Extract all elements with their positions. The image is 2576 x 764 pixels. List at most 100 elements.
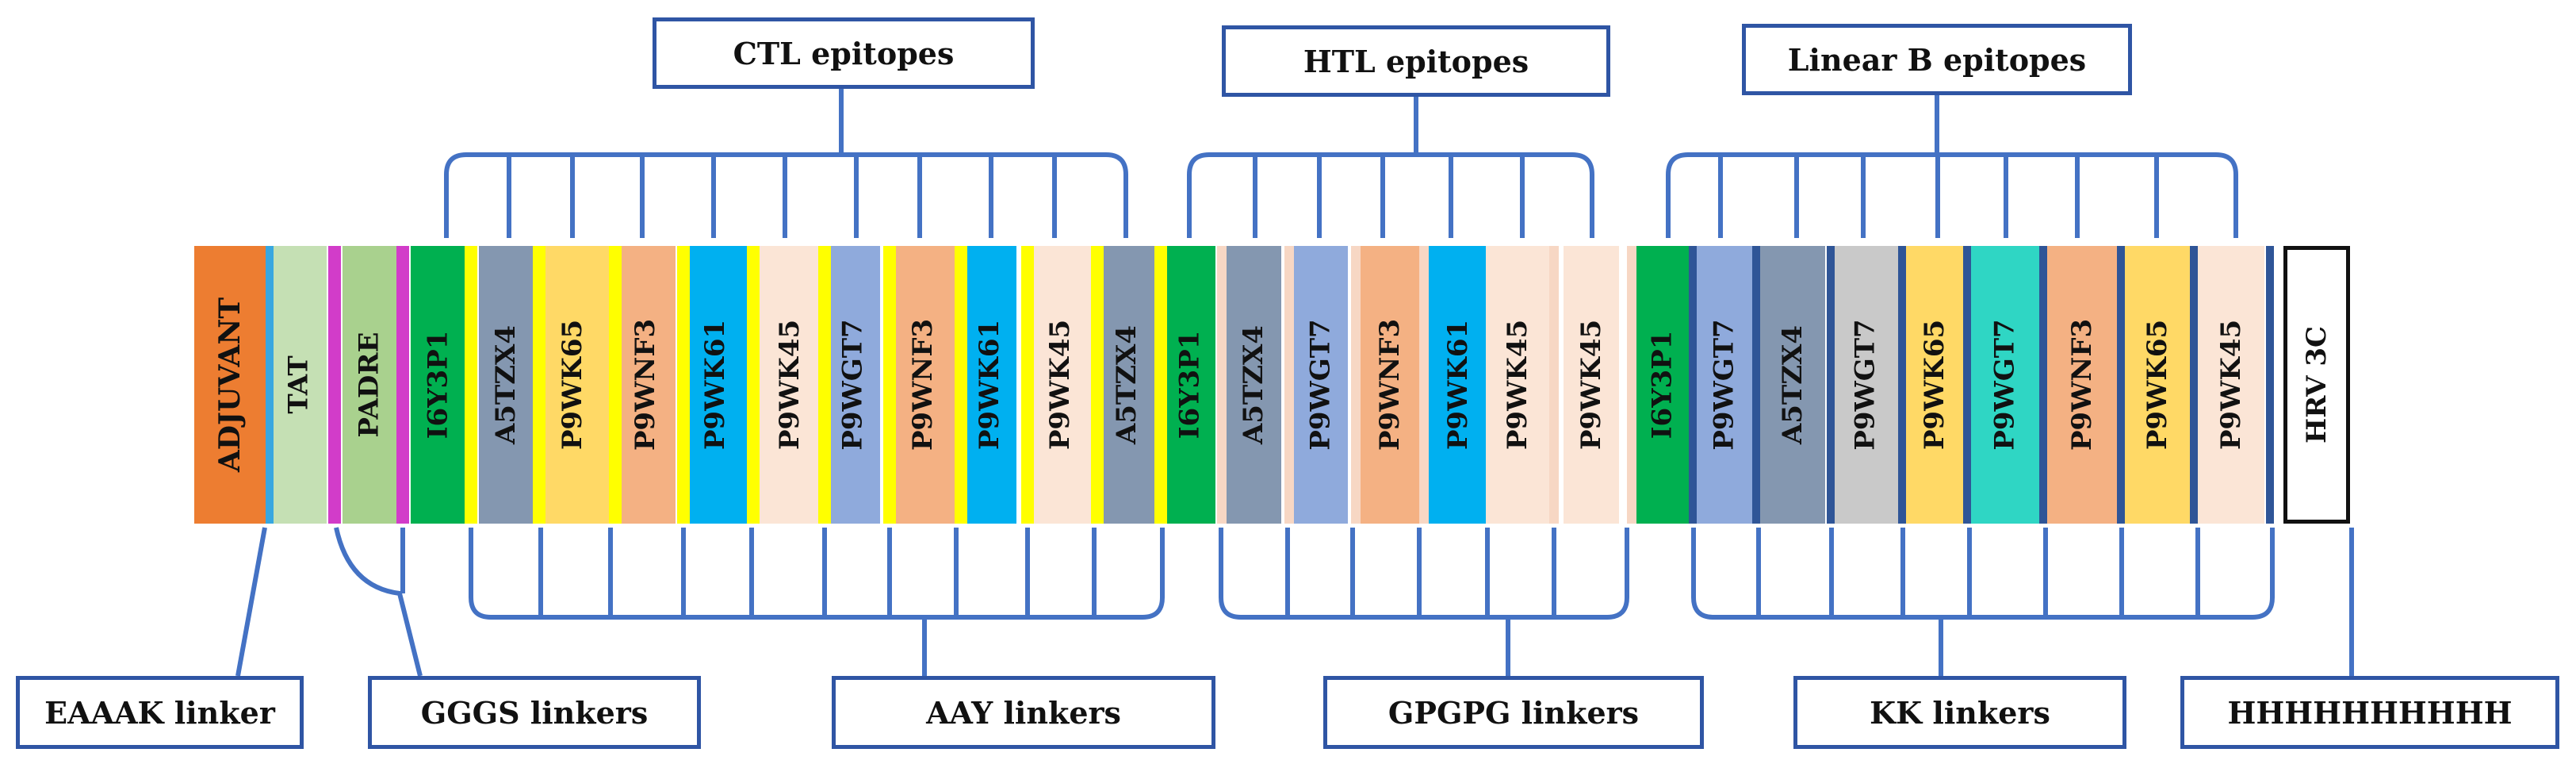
segment-p9wk65: P9WK65: [2125, 246, 2190, 524]
segment-p9wk65: P9WK65: [536, 246, 609, 524]
segment-p9wnf3: P9WNF3: [891, 246, 955, 524]
gggs-linker: [328, 246, 341, 524]
kk-linker: [2266, 246, 2274, 524]
segment-label: P9WGT7: [837, 319, 869, 451]
segment-label: P9WK45: [1044, 319, 1076, 451]
segment-label: P9WNF3: [630, 318, 661, 451]
segment-p9wnf3: P9WNF3: [2047, 246, 2117, 524]
segment-i6y3p1: I6Y3P1: [411, 246, 465, 524]
aay-linker: [465, 246, 477, 524]
gpgpg-linker: [1419, 246, 1429, 524]
segment-p9wgt7: P9WGT7: [1695, 246, 1754, 524]
segment-p9wk45: P9WK45: [1486, 246, 1549, 524]
segment-p9wnf3: P9WNF3: [615, 246, 676, 524]
gpgpg-linkers-label: GPGPG linkers: [1323, 676, 1704, 749]
aay-linkers-label: AAY linkers: [832, 676, 1215, 749]
gggs-linkers-label: GGGS linkers: [368, 676, 701, 749]
htl-bracket: [1187, 152, 1594, 238]
segment-label: P9WNF3: [907, 318, 939, 451]
kk-linker: [1898, 246, 1906, 524]
segment-label: P9WGT7: [1305, 319, 1337, 451]
segment-label: I6Y3P1: [1173, 330, 1205, 440]
segment-a5tzx4: A5TZX4: [479, 246, 533, 524]
segment-label: P9WK45: [774, 319, 806, 451]
segment-padre: PADRE: [343, 246, 396, 524]
gggs-connector: [334, 527, 423, 677]
kk-bracket: [1691, 528, 2275, 620]
segment-a5tzx4: A5TZX4: [1760, 246, 1825, 524]
linear-b-bracket: [1666, 152, 2238, 238]
kk-linker: [2117, 246, 2125, 524]
aay-linker: [1154, 246, 1167, 524]
segment-label: P9WNF3: [1374, 318, 1406, 451]
segment-p9wk45: P9WK45: [2198, 246, 2264, 524]
gpgpg-linker: [1351, 246, 1361, 524]
aay-linker: [883, 246, 896, 524]
aay-linker: [955, 246, 967, 524]
kk-linker: [1689, 246, 1697, 524]
aay-linker: [1021, 246, 1034, 524]
segment-label: P9WK65: [1919, 319, 1950, 451]
segment-p9wgt7: P9WGT7: [1969, 246, 2041, 524]
segment-label: ADJUVANT: [213, 297, 247, 473]
aay-linker: [533, 246, 545, 524]
eaaak-linker: [266, 246, 274, 524]
segment-label: P9WK61: [1442, 319, 1474, 451]
segment-label: A5TZX4: [1111, 324, 1143, 445]
segment-label: HRV 3C: [2301, 325, 2333, 444]
segment-label: P9WNF3: [2066, 318, 2098, 451]
kk-linker: [1752, 246, 1760, 524]
his-tag-label: HHHHHHHHHH: [2180, 676, 2559, 749]
segment-p9wgt7: P9WGT7: [1833, 246, 1898, 524]
segment-p9wk65: P9WK65: [1904, 246, 1965, 524]
segment-p9wgt7: P9WGT7: [1294, 246, 1348, 524]
segment-label: I6Y3P1: [422, 330, 454, 440]
segment-label: P9WK61: [699, 319, 731, 451]
segment-p9wk45: P9WK45: [755, 246, 825, 524]
aay-linker: [747, 246, 760, 524]
kk-linker: [1963, 246, 1971, 524]
segment-label: PADRE: [354, 332, 386, 438]
segment-a5tzx4: A5TZX4: [1099, 246, 1154, 524]
segment-label: A5TZX4: [490, 324, 522, 445]
eaaak-linker-label: EAAAK linker: [16, 676, 304, 749]
segment-p9wk45: P9WK45: [1564, 246, 1619, 524]
segment-label: P9WK65: [557, 319, 588, 451]
kk-linker: [1827, 246, 1835, 524]
segment-label: P9WK61: [974, 319, 1005, 451]
ctl-epitopes-label: CTL epitopes: [653, 17, 1035, 89]
segment-label: P9WK45: [1575, 319, 1607, 451]
segment-label: I6Y3P1: [1646, 330, 1678, 440]
gpgpg-linker: [1627, 246, 1636, 524]
eaaak-connector: [235, 527, 267, 677]
segment-adjuvant: ADJUVANT: [194, 246, 266, 524]
aay-linker: [1091, 246, 1104, 524]
segment-p9wk45: P9WK45: [1028, 246, 1093, 524]
aay-linker: [677, 246, 690, 524]
segment-label: TAT: [283, 355, 316, 414]
aay-linker: [818, 246, 831, 524]
segment-label: P9WGT7: [1709, 319, 1740, 451]
segment-label: P9WK45: [2215, 319, 2247, 451]
gpgpg-linker: [1217, 246, 1227, 524]
kk-linker: [2190, 246, 2198, 524]
segment-p9wk61: P9WK61: [1427, 246, 1489, 524]
segment-i6y3p1: I6Y3P1: [1163, 246, 1215, 524]
gpgpg-linker: [1284, 246, 1294, 524]
htl-epitopes-label: HTL epitopes: [1222, 25, 1610, 97]
kk-linker: [2039, 246, 2047, 524]
linear-b-epitopes-label: Linear B epitopes: [1742, 24, 2132, 95]
segment-p9wnf3: P9WNF3: [1361, 246, 1419, 524]
aay-bracket: [469, 528, 1165, 620]
segment-p9wk61: P9WK61: [683, 246, 747, 524]
segment-p9wk61: P9WK61: [963, 246, 1016, 524]
segment-label: P9WK65: [2142, 319, 2173, 451]
gggs-linker: [396, 246, 409, 524]
segment-label: P9WGT7: [1989, 319, 2021, 451]
segment-hrv-3c: HRV 3C: [2283, 246, 2350, 524]
segment-p9wgt7: P9WGT7: [826, 246, 880, 524]
kk-linkers-label: KK linkers: [1793, 676, 2126, 749]
segment-i6y3p1: I6Y3P1: [1635, 246, 1689, 524]
